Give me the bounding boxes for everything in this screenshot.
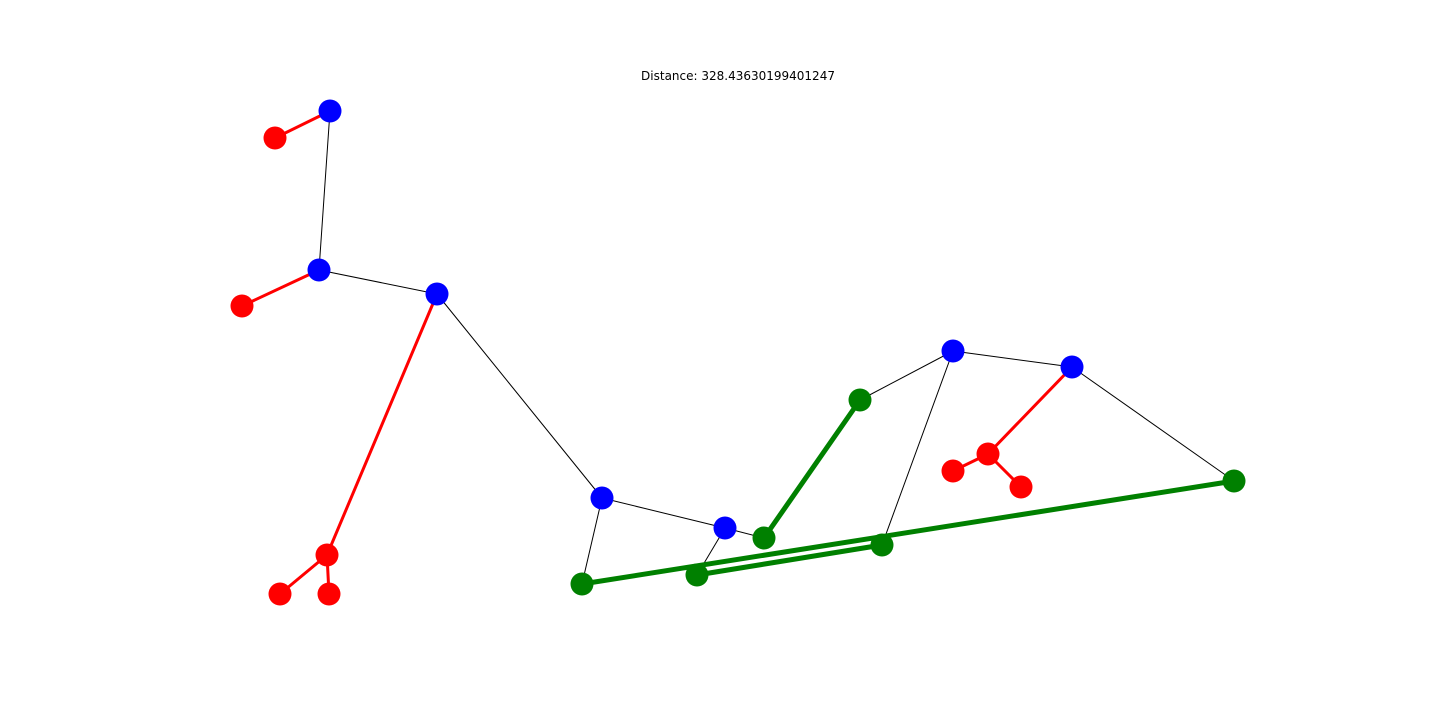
node-b4 bbox=[590, 486, 614, 510]
node-b3 bbox=[425, 282, 449, 306]
node-r1 bbox=[263, 126, 287, 150]
edge-b6-b7 bbox=[952, 350, 1073, 368]
node-b6 bbox=[941, 339, 965, 363]
edge-b7-r6 bbox=[986, 365, 1074, 456]
node-b1 bbox=[318, 99, 342, 123]
node-r7 bbox=[941, 459, 965, 483]
graph-title: Distance: 328.43630199401247 bbox=[641, 69, 835, 83]
edge-b4-b5 bbox=[601, 497, 726, 529]
node-r2 bbox=[230, 294, 254, 318]
node-g4 bbox=[848, 388, 872, 412]
edge-g2-g5 bbox=[694, 542, 885, 578]
edge-g3-g4 bbox=[761, 397, 863, 541]
node-g6 bbox=[1222, 469, 1246, 493]
node-b5 bbox=[713, 516, 737, 540]
node-r6 bbox=[976, 442, 1000, 466]
edge-b7-g6 bbox=[1071, 366, 1235, 482]
node-g2 bbox=[685, 563, 709, 587]
edge-b2-b3 bbox=[318, 269, 438, 295]
node-r8 bbox=[1009, 475, 1033, 499]
node-b7 bbox=[1060, 355, 1084, 379]
node-b2 bbox=[307, 258, 331, 282]
node-g5 bbox=[870, 533, 894, 557]
edge-g4-b6 bbox=[859, 350, 954, 401]
edge-b3-b4 bbox=[436, 293, 603, 499]
edge-b6-g5 bbox=[881, 350, 954, 546]
edges-layer bbox=[240, 109, 1237, 596]
node-r5 bbox=[317, 582, 341, 606]
edge-r2-b2 bbox=[240, 268, 321, 308]
edge-b4-g1 bbox=[581, 497, 603, 585]
node-g1 bbox=[570, 572, 594, 596]
node-g3 bbox=[752, 526, 776, 550]
nodes-layer bbox=[230, 99, 1246, 606]
edge-b3-r3 bbox=[325, 292, 439, 557]
node-r3 bbox=[315, 543, 339, 567]
node-r4 bbox=[268, 582, 292, 606]
edge-g1-g6 bbox=[579, 478, 1237, 587]
edge-b1-b2 bbox=[318, 110, 331, 271]
